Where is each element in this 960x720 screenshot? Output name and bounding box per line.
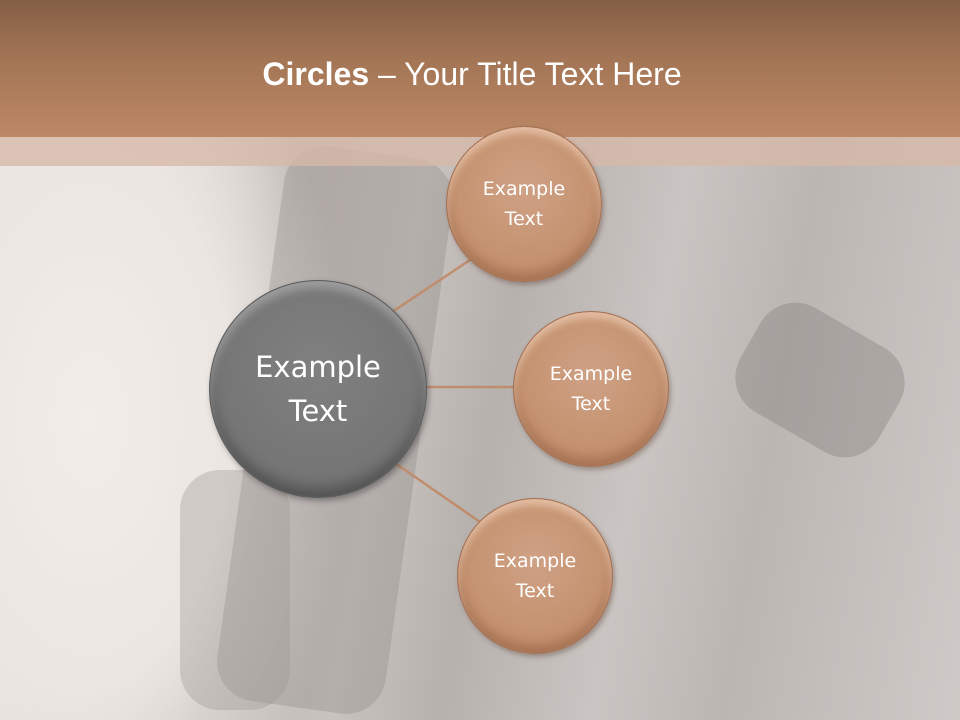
slide-title-rest: – Your Title Text Here [369, 56, 682, 92]
center-circle-line2: Text [288, 394, 348, 428]
title-bar [0, 0, 960, 137]
connector-top [391, 254, 477, 314]
node-top-line1: Example [482, 178, 566, 200]
slide-title-bold: Circles [262, 56, 370, 92]
node-bottom-line2: Text [515, 580, 555, 602]
center-circle[interactable]: Example Text [209, 280, 427, 498]
center-circle-line1: Example [255, 350, 381, 384]
node-circle-middle[interactable]: Example Text [513, 311, 669, 467]
connector-bottom [394, 461, 481, 524]
node-circle-top[interactable]: Example Text [446, 126, 602, 282]
node-middle-line2: Text [571, 393, 611, 415]
node-bottom-line1: Example [493, 550, 577, 572]
node-circle-bottom[interactable]: Example Text [457, 498, 613, 654]
node-top-line2: Text [504, 208, 544, 230]
background-microscope-base [180, 470, 290, 710]
slide-title[interactable]: Circles – Your Title Text Here [0, 54, 944, 94]
node-middle-line1: Example [549, 363, 633, 385]
